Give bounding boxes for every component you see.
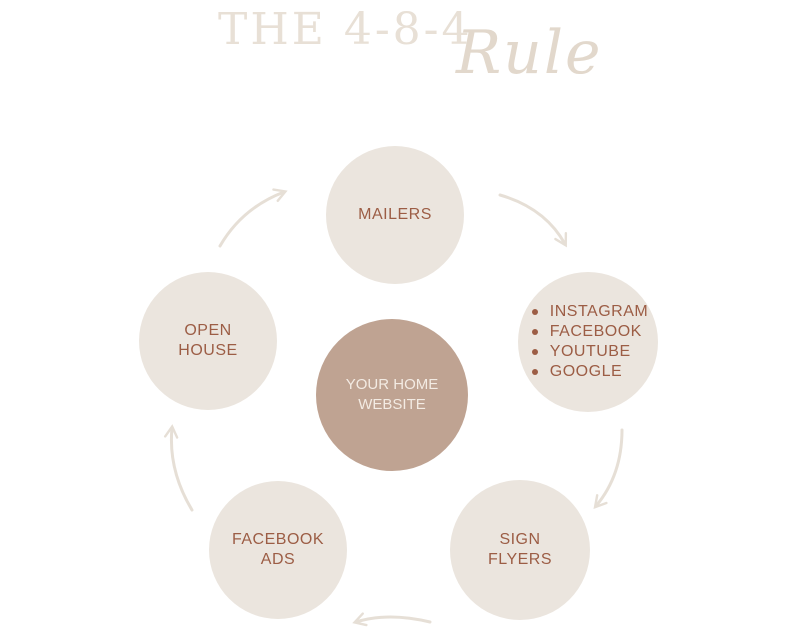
- social-item-google: GOOGLE: [528, 362, 648, 382]
- node-sign-flyers-label: SIGN FLYERS: [487, 531, 553, 568]
- title-script: Rule: [456, 18, 603, 88]
- arrow-mailers-to-social: [498, 193, 568, 248]
- node-open-house-label: OPEN HOUSE: [178, 322, 238, 359]
- page-title: THE 4-8-4: [218, 4, 473, 55]
- node-facebook-ads-label: FACEBOOK ADS: [223, 530, 333, 570]
- social-list: INSTAGRAM FACEBOOK YOUTUBE GOOGLE: [528, 302, 648, 382]
- facebook-ads-line2: ADS: [260, 551, 296, 568]
- node-open-house: OPEN HOUSE: [139, 272, 277, 410]
- arrow-flyers-to-ads: [352, 612, 432, 627]
- node-sign-flyers: SIGN FLYERS: [450, 480, 590, 620]
- social-item-facebook: FACEBOOK: [528, 322, 648, 342]
- node-facebook-ads: FACEBOOK ADS: [209, 481, 347, 619]
- social-item-instagram: INSTAGRAM: [528, 302, 648, 322]
- node-social: INSTAGRAM FACEBOOK YOUTUBE GOOGLE: [518, 272, 658, 412]
- center-line2: WEBSITE: [358, 396, 426, 413]
- arrow-ads-to-openhouse: [163, 424, 194, 512]
- node-mailers-label: MAILERS: [358, 206, 432, 223]
- social-item-youtube: YOUTUBE: [528, 342, 648, 362]
- arrow-openhouse-to-mailers: [218, 188, 288, 248]
- node-center-website: YOUR HOME WEBSITE: [316, 319, 468, 471]
- center-line1: YOUR HOME: [345, 376, 439, 393]
- center-label: YOUR HOME WEBSITE: [337, 375, 447, 415]
- arrow-social-to-flyers: [593, 428, 624, 510]
- facebook-ads-line1: FACEBOOK: [231, 531, 325, 548]
- node-mailers: MAILERS: [326, 146, 464, 284]
